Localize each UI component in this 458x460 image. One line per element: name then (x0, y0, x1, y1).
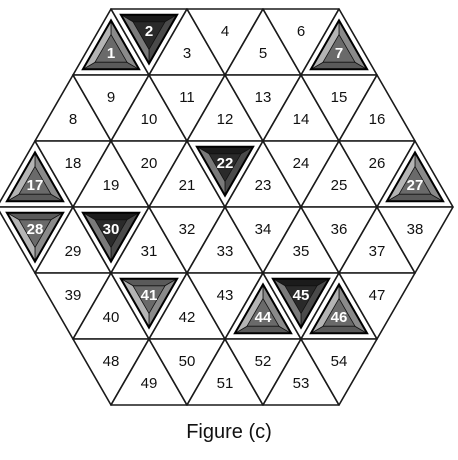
bevel-center (322, 297, 356, 327)
cell-label: 54 (331, 353, 348, 370)
bevel-center (18, 219, 52, 249)
cell-labels: 1234567891011121314151617181920212223242… (27, 23, 424, 392)
cell-54 (300, 338, 378, 406)
cell-label: 13 (255, 89, 272, 106)
highlight-layer (5, 13, 445, 335)
cell-label: 30 (103, 221, 120, 238)
cell-label: 12 (217, 111, 234, 128)
highlight-1 (81, 18, 141, 71)
cell-label: 19 (103, 177, 120, 194)
cell-label: 36 (331, 221, 348, 238)
bevel-center (322, 33, 356, 63)
cell-label: 9 (107, 89, 115, 106)
highlight-41 (119, 277, 179, 330)
highlight-7 (309, 18, 369, 71)
bevel-center (208, 153, 242, 183)
cell-label: 23 (255, 177, 272, 194)
cell-label: 3 (183, 45, 191, 62)
cell-label: 14 (293, 111, 310, 128)
cell-label: 41 (141, 287, 158, 304)
bevel-outline (119, 277, 179, 330)
bevel-outline (81, 18, 141, 71)
cell-label: 48 (103, 353, 120, 370)
cell-label: 11 (179, 89, 195, 106)
bevel-center (132, 21, 166, 51)
cell-label: 35 (293, 243, 310, 260)
cell-label: 15 (331, 89, 348, 106)
cell-label: 16 (369, 111, 386, 128)
bevel-center (132, 285, 166, 315)
cell-label: 43 (217, 287, 234, 304)
bevel-center (94, 219, 128, 249)
highlight-27 (385, 150, 445, 203)
cell-label: 49 (141, 375, 158, 392)
cell-label: 39 (65, 287, 82, 304)
highlight-28 (5, 211, 65, 264)
bevel-center (246, 297, 280, 327)
highlight-44 (233, 282, 293, 335)
bevel-outline (195, 145, 255, 198)
bevel-outline (385, 150, 445, 203)
bevel-outline (271, 277, 331, 330)
cell-label: 28 (27, 221, 44, 238)
bevel-outline (309, 18, 369, 71)
cell-label: 34 (255, 221, 272, 238)
cell-label: 6 (297, 23, 305, 40)
cell-label: 17 (27, 177, 44, 194)
cell-label: 7 (335, 45, 343, 62)
bevel-outline (119, 13, 179, 66)
cell-label: 40 (103, 309, 120, 326)
cell-label: 22 (217, 155, 234, 172)
grid-lines (0, 8, 454, 406)
cell-label: 1 (107, 45, 115, 62)
cell-label: 47 (369, 287, 386, 304)
highlight-45 (271, 277, 331, 330)
cell-label: 21 (179, 177, 196, 194)
cell-label: 31 (141, 243, 158, 260)
cell-label: 53 (293, 375, 310, 392)
cell-label: 45 (293, 287, 310, 304)
highlight-17 (5, 150, 65, 203)
cell-label: 26 (369, 155, 386, 172)
cell-38 (376, 206, 454, 274)
bevel-outline (233, 282, 293, 335)
cell-label: 46 (331, 309, 348, 326)
cell-label: 33 (217, 243, 234, 260)
bevel-center (284, 285, 318, 315)
bevel-center (398, 165, 432, 195)
cell-label: 52 (255, 353, 272, 370)
cell-label: 51 (217, 375, 234, 392)
bevel-outline (5, 150, 65, 203)
cell-label: 2 (145, 23, 153, 40)
cell-label: 37 (369, 243, 386, 260)
bevel-outline (5, 211, 65, 264)
cell-label: 5 (259, 45, 267, 62)
cell-label: 4 (221, 23, 229, 40)
highlight-46 (309, 282, 369, 335)
bevel-outline (309, 282, 369, 335)
cell-label: 20 (141, 155, 158, 172)
cell-label: 32 (179, 221, 196, 238)
highlight-22 (195, 145, 255, 198)
bevel-outline (81, 211, 141, 264)
cell-label: 10 (141, 111, 158, 128)
cell-label: 25 (331, 177, 348, 194)
highlight-2 (119, 13, 179, 66)
cell-label: 44 (255, 309, 272, 326)
cell-47 (338, 272, 416, 340)
cell-label: 42 (179, 309, 196, 326)
cell-label: 8 (69, 111, 77, 128)
cell-label: 29 (65, 243, 82, 260)
cell-label: 27 (407, 177, 424, 194)
cell-label: 18 (65, 155, 82, 172)
bevel-center (94, 33, 128, 63)
figure-caption: Figure (c) (186, 421, 272, 443)
bevel-center (18, 165, 52, 195)
cell-label: 24 (293, 155, 310, 172)
cell-label: 50 (179, 353, 196, 370)
highlight-30 (81, 211, 141, 264)
cell-label: 38 (407, 221, 424, 238)
